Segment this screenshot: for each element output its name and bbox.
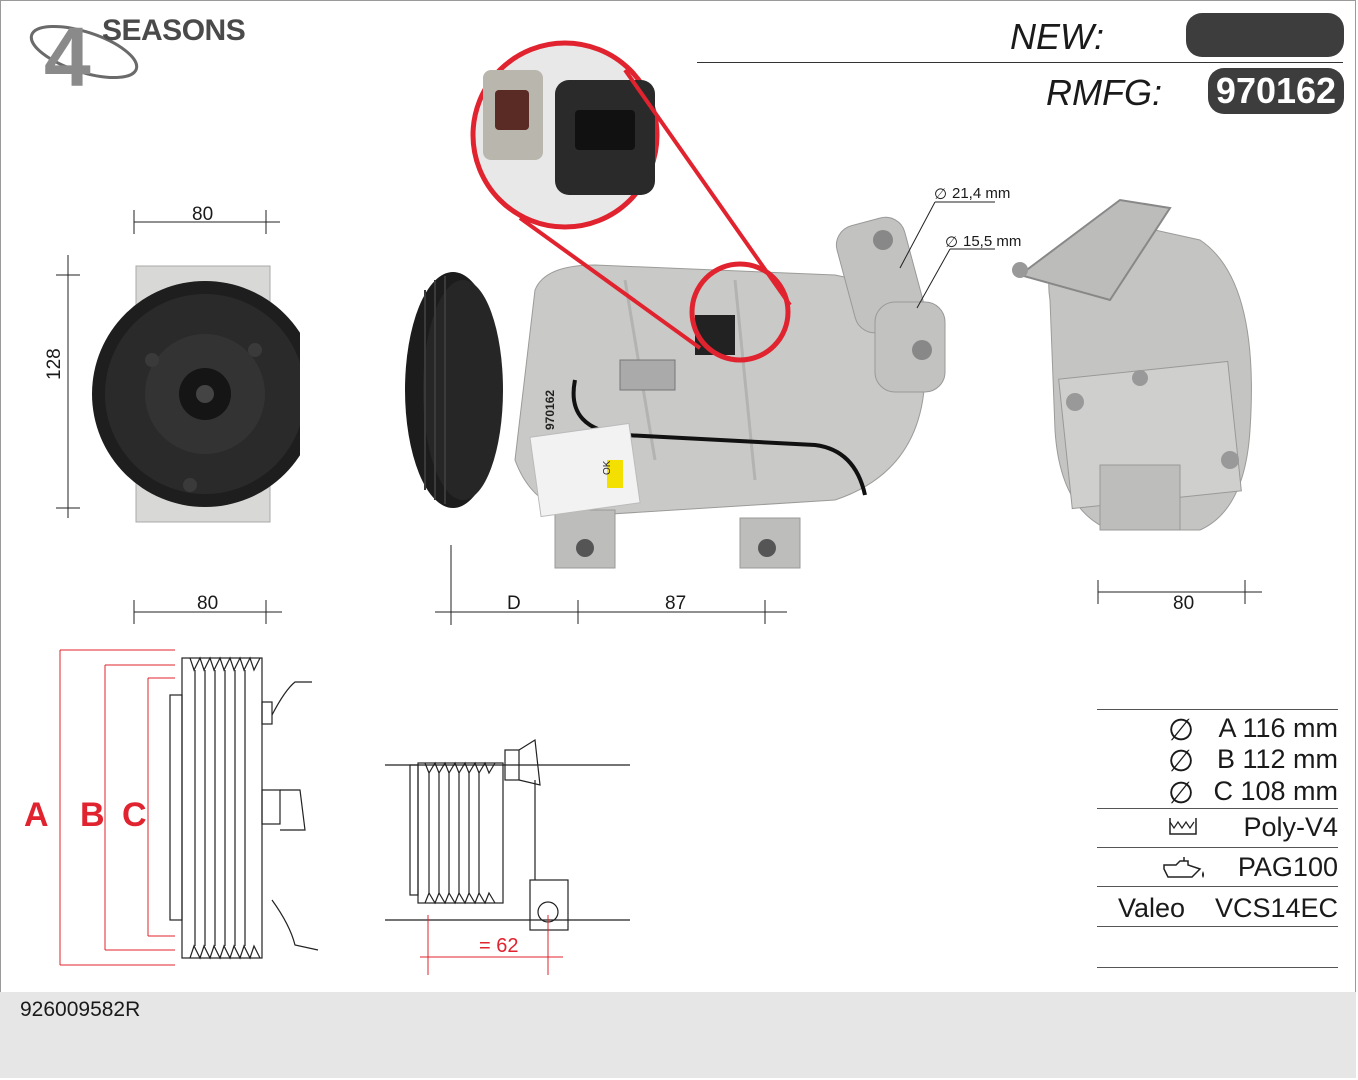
rear-width: 80: [1173, 593, 1195, 614]
front-view-drawing: [56, 210, 300, 624]
spec-divider: [1097, 709, 1338, 710]
spec-diameter-c: C 108 mm: [1213, 776, 1338, 806]
footer-bar: [0, 992, 1356, 1078]
spec-divider: [1097, 886, 1338, 887]
oem-number: 926009582R: [20, 998, 141, 1021]
side-view-drawing: [405, 40, 995, 625]
rmfg-value-pill: 970162: [1208, 68, 1344, 114]
spec-diameter-a: A 116 mm: [1218, 713, 1338, 743]
sticker-ok: OK: [602, 460, 613, 475]
side-d-label: D: [507, 593, 521, 614]
header-divider: [697, 62, 1343, 63]
pulley-offset-value: = 62: [479, 935, 519, 957]
pulley-label-c: C: [122, 796, 147, 834]
new-value-pill: [1186, 13, 1344, 57]
spec-divider: [1097, 967, 1338, 968]
diameter-icon: ∅: [1168, 777, 1195, 810]
front-bottom-width: 80: [197, 593, 219, 614]
side-length: 87: [665, 593, 687, 614]
spec-oil: PAG100: [1237, 852, 1338, 882]
spec-model: VCS14EC: [1214, 893, 1338, 923]
spec-divider: [1097, 926, 1338, 927]
oil-can-icon: [1163, 857, 1204, 878]
brand-name: SEASONS: [102, 14, 246, 47]
front-top-width: 80: [192, 204, 214, 225]
pulley-label-b: B: [80, 796, 105, 834]
pulley-offset-drawing: [385, 738, 630, 975]
spec-belt: Poly-V4: [1243, 812, 1338, 842]
sticker-code: 970162: [543, 389, 557, 430]
front-height: 128: [44, 348, 65, 380]
diameter-icon: ∅: [1168, 714, 1195, 747]
port-large-size: 21,4 mm: [952, 185, 1011, 202]
spec-maker: Valeo: [1118, 893, 1186, 923]
diameter-icon: ∅: [1168, 745, 1195, 778]
belt-icon: [1169, 818, 1197, 835]
pulley-section-drawing: [59, 649, 319, 966]
new-label: NEW:: [1010, 16, 1104, 57]
brand-mark: 4: [44, 10, 91, 90]
brand-logo-icon: 4: [29, 10, 139, 90]
pulley-label-a: A: [24, 796, 49, 834]
diameter-icon: ∅: [934, 186, 948, 203]
diameter-icon: ∅: [945, 234, 959, 251]
spec-diameter-b: B 112 mm: [1216, 744, 1338, 774]
spec-divider: [1097, 847, 1338, 848]
rmfg-label: RMFG:: [1046, 72, 1162, 113]
port-small-size: 15,5 mm: [963, 233, 1022, 250]
spec-divider: [1097, 808, 1338, 809]
rear-view-drawing: [1012, 198, 1262, 604]
